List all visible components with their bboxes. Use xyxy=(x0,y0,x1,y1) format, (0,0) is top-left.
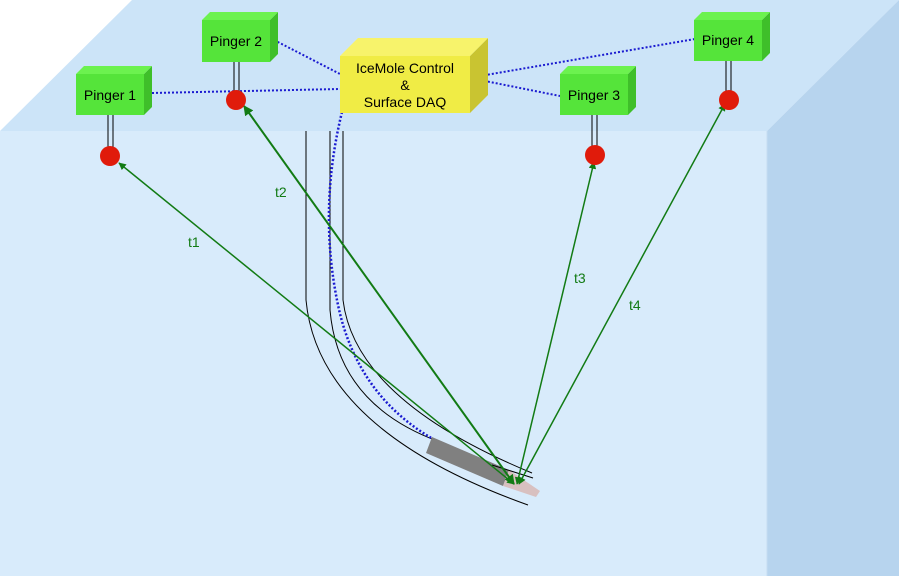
receiver-1 xyxy=(100,146,120,166)
receiver-2 xyxy=(226,90,246,110)
pinger-2-label: Pinger 2 xyxy=(210,33,262,49)
control-label-line3: Surface DAQ xyxy=(364,94,447,110)
control-label-line2: & xyxy=(400,77,410,93)
cable-pinger1 xyxy=(151,88,341,94)
pinger-2-box: Pinger 2 xyxy=(202,12,278,62)
cable-pinger2 xyxy=(273,39,341,75)
pinger-4-label: Pinger 4 xyxy=(702,32,754,48)
receiver-3 xyxy=(585,145,605,165)
label-t3: t3 xyxy=(574,270,586,286)
label-t1: t1 xyxy=(188,234,200,250)
pinger-3-box: Pinger 3 xyxy=(560,66,636,115)
cable-pinger4 xyxy=(479,38,696,77)
label-t2: t2 xyxy=(275,184,287,200)
signal-path-t4 xyxy=(518,103,726,485)
control-label-line1: IceMole Control xyxy=(356,60,454,76)
pinger-1-label: Pinger 1 xyxy=(84,87,136,103)
signal-path-t2 xyxy=(243,105,515,485)
pinger-1-box: Pinger 1 xyxy=(76,66,152,115)
control-daq-box: IceMole Control & Surface DAQ xyxy=(340,38,488,113)
cable-pinger3 xyxy=(479,79,561,97)
ice-side-face xyxy=(767,0,899,576)
label-t4: t4 xyxy=(629,297,641,313)
pinger-3-label: Pinger 3 xyxy=(568,87,620,103)
pinger-stems xyxy=(107,61,732,152)
ice-front-face xyxy=(0,131,767,576)
receiver-4 xyxy=(719,90,739,110)
pinger-4-box: Pinger 4 xyxy=(694,12,770,61)
